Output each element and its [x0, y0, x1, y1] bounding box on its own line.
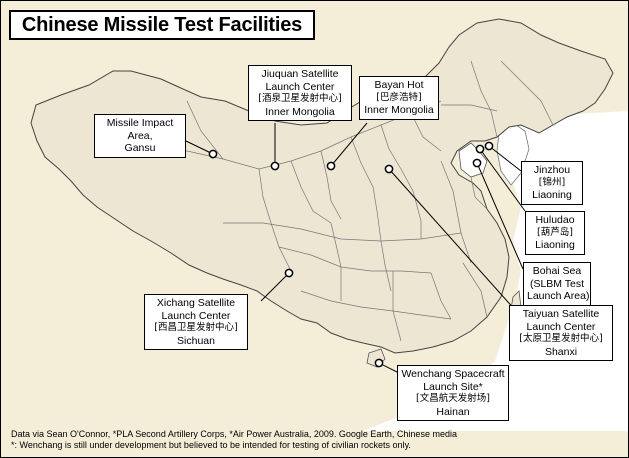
- label-chinese: [巴彦浩特]: [376, 91, 422, 103]
- label-chinese: [西昌卫星发射中心]: [154, 322, 238, 333]
- label-chinese: [文昌航天发射场]: [416, 393, 490, 404]
- marker-huludao: [475, 144, 485, 154]
- label-line: Bohai Sea: [532, 265, 582, 277]
- marker-bayan-hot: [326, 161, 336, 171]
- source-note: Data via Sean O'Connor, *PLA Second Arti…: [11, 429, 457, 439]
- label-missile-impact: Missile Impact Area, Gansu: [94, 114, 186, 158]
- label-region: Sichuan: [177, 334, 215, 347]
- label-jiuquan: Jiuquan Satellite Launch Center [酒泉卫星发射中…: [248, 65, 352, 121]
- label-taiyuan: Taiyuan Satellite Launch Center [太原卫星发射中…: [509, 305, 613, 361]
- label-line: Launch Site*: [423, 380, 483, 393]
- footer-notes: Data via Sean O'Connor, *PLA Second Arti…: [11, 429, 457, 450]
- label-wenchang: Wenchang Spacecraft Launch Site* [文昌航天发射…: [397, 365, 509, 421]
- label-line: Jinzhou: [533, 164, 571, 176]
- marker-bohai-sea: [472, 158, 482, 168]
- label-bayan-hot: Bayan Hot [巴彦浩特] Inner Mongolia: [359, 76, 439, 120]
- label-line: Xichang Satellite: [156, 297, 236, 309]
- label-line: (SLBM Test: [529, 277, 585, 290]
- site-markers: [208, 141, 494, 368]
- label-chinese: [太原卫星发射中心]: [519, 333, 603, 344]
- label-line: Launch Center: [265, 80, 335, 93]
- map-title-box: Chinese Missile Test Facilities: [9, 10, 315, 40]
- label-region: Hainan: [436, 405, 470, 418]
- marker-wenchang: [374, 358, 384, 368]
- label-line: Bayan Hot: [374, 79, 424, 91]
- label-line: Taiyuan Satellite: [522, 308, 600, 320]
- map-title: Chinese Missile Test Facilities: [21, 13, 303, 36]
- bohai-sea: [458, 142, 488, 178]
- label-line: Jiuquan Satellite: [261, 68, 339, 80]
- label-bohai-sea: Bohai Sea (SLBM Test Launch Area): [523, 262, 591, 306]
- marker-missile-impact: [208, 149, 218, 159]
- label-chinese: [酒泉卫星发射中心]: [258, 93, 342, 104]
- label-xichang: Xichang Satellite Launch Center [西昌卫星发射中…: [144, 294, 248, 350]
- label-jinzhou: Jinzhou [锦州] Liaoning: [521, 161, 583, 205]
- label-huludao: Huludao [葫芦岛] Liaoning: [525, 211, 585, 255]
- label-region: Shanxi: [544, 345, 578, 358]
- label-line: Area,: [127, 129, 153, 142]
- marker-xichang: [284, 268, 294, 278]
- label-chinese: [葫芦岛]: [537, 226, 573, 238]
- label-line: Gansu: [124, 142, 156, 154]
- label-line: Wenchang Spacecraft: [401, 368, 505, 380]
- footnote: *: Wenchang is still under development b…: [11, 439, 411, 450]
- label-chinese: [锦州]: [538, 176, 566, 188]
- label-region: Liaoning: [535, 239, 575, 251]
- label-line: Launch Center: [526, 320, 596, 333]
- label-region: Inner Mongolia: [265, 105, 335, 118]
- label-region: Liaoning: [532, 189, 572, 201]
- label-line: Huludao: [535, 214, 575, 226]
- marker-jiuquan: [270, 161, 280, 171]
- label-line: Launch Center: [161, 309, 231, 322]
- marker-jinzhou: [484, 141, 494, 151]
- marker-taiyuan: [384, 164, 394, 174]
- label-region: Inner Mongolia: [364, 104, 434, 116]
- leader-lines: [185, 122, 526, 375]
- label-line: Missile Impact: [106, 117, 174, 129]
- label-line: Launch Area): [527, 290, 590, 302]
